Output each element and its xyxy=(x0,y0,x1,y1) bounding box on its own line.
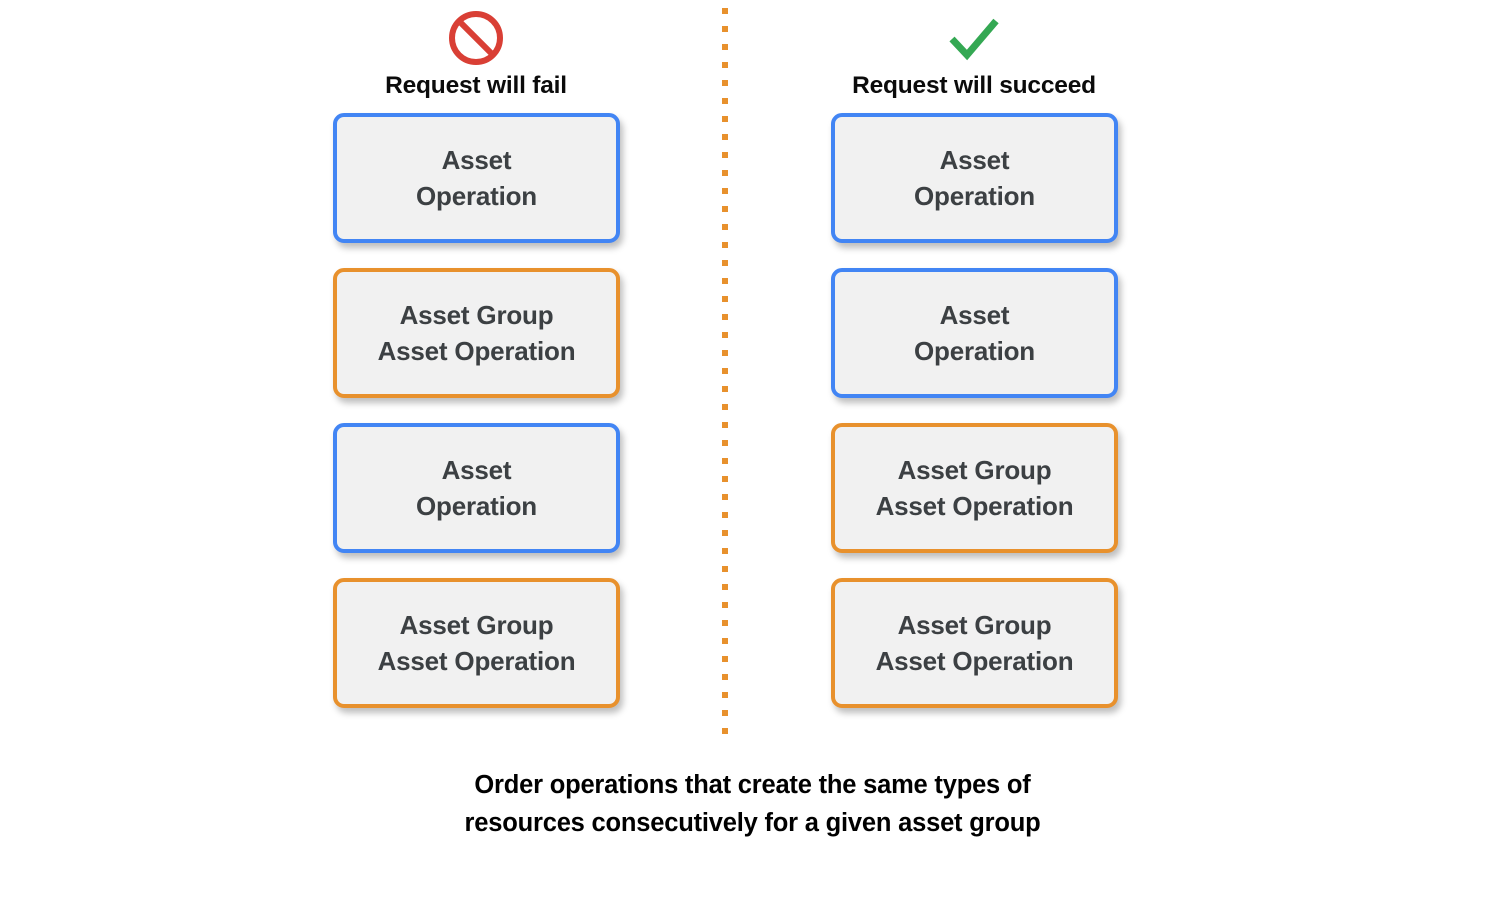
operation-box-label: Asset Group Asset Operation xyxy=(377,300,576,366)
operation-box-label: Asset Operation xyxy=(914,145,1035,211)
operation-box[interactable]: Asset Group Asset Operation xyxy=(333,578,620,708)
column-header-fail: Request will fail xyxy=(326,8,626,100)
column-title-fail: Request will fail xyxy=(385,72,567,99)
operation-box[interactable]: Asset Group Asset Operation xyxy=(831,578,1118,708)
diagram-caption: Order operations that create the same ty… xyxy=(464,771,1041,837)
operation-box[interactable]: Asset Operation xyxy=(831,113,1118,243)
column-divider xyxy=(722,8,728,740)
column-title-succeed: Request will succeed xyxy=(852,72,1096,99)
operation-box-label: Asset Operation xyxy=(914,300,1035,366)
operation-box-label: Asset Group Asset Operation xyxy=(377,610,576,676)
prohibition-icon xyxy=(449,11,503,65)
operation-box[interactable]: Asset Group Asset Operation xyxy=(831,423,1118,553)
operation-box-label: Asset Group Asset Operation xyxy=(875,455,1074,521)
operation-box[interactable]: Asset Operation xyxy=(333,113,620,243)
operation-box[interactable]: Asset Operation xyxy=(333,423,620,553)
operation-box-label: Asset Group Asset Operation xyxy=(875,610,1074,676)
operation-list-fail: Asset Operation Asset Group Asset Operat… xyxy=(333,113,620,708)
column-header-succeed: Request will succeed xyxy=(824,8,1124,100)
operation-box-label: Asset Operation xyxy=(416,455,537,521)
operation-list-succeed: Asset Operation Asset Operation Asset Gr… xyxy=(831,113,1118,708)
operation-box[interactable]: Asset Operation xyxy=(831,268,1118,398)
operation-box[interactable]: Asset Group Asset Operation xyxy=(333,268,620,398)
operation-box-label: Asset Operation xyxy=(416,145,537,211)
checkmark-icon xyxy=(949,18,999,61)
